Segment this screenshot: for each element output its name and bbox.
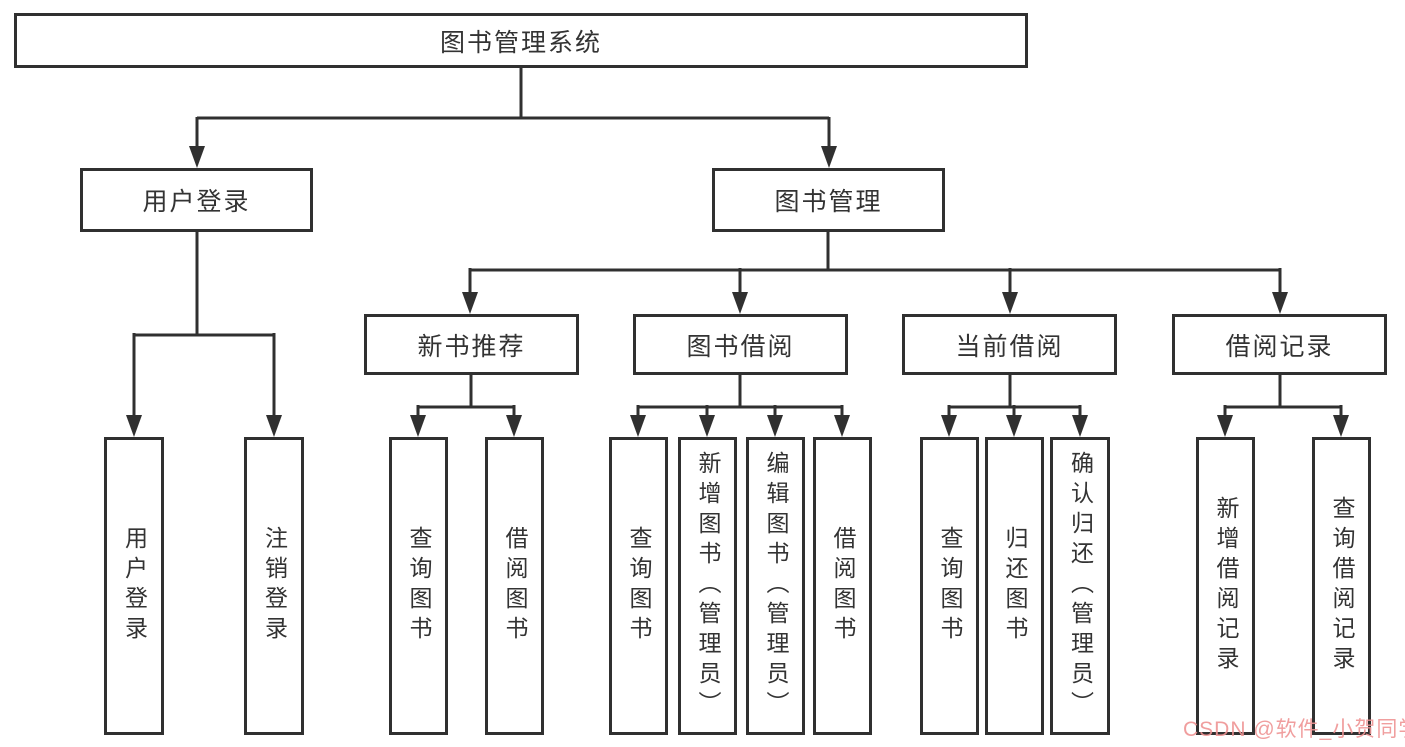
arrowheads bbox=[126, 146, 1349, 437]
csdn-watermark: CSDN @软件_小贺同学 bbox=[1183, 718, 1405, 741]
leaf-user-login-label: 用户登录 bbox=[121, 526, 148, 646]
node-root-label: 图书管理系统 bbox=[439, 28, 602, 57]
leaf-borrow-books-2-label: 借阅图书 bbox=[830, 526, 856, 646]
node-new-books-label: 新书推荐 bbox=[417, 332, 526, 361]
leaf-logout: 注销登录 bbox=[244, 437, 304, 735]
node-book-management-label: 图书管理 bbox=[774, 188, 883, 216]
node-book-borrowing: 图书借阅 bbox=[633, 314, 848, 375]
leaf-return-books: 归还图书 bbox=[985, 437, 1044, 735]
leaf-query-borrow-record: 查询借阅记录 bbox=[1312, 437, 1371, 735]
node-new-books: 新书推荐 bbox=[364, 314, 579, 375]
leaf-borrow-books-1: 借阅图书 bbox=[485, 437, 544, 735]
leaf-confirm-return-admin: 确认归还（管理员） bbox=[1050, 437, 1110, 735]
leaf-confirm-return-admin-label: 确认归还（管理员） bbox=[1067, 451, 1094, 721]
leaf-borrow-books-1-label: 借阅图书 bbox=[502, 526, 528, 646]
leaf-add-borrow-record-label: 新增借阅记录 bbox=[1213, 496, 1239, 676]
leaf-add-borrow-record: 新增借阅记录 bbox=[1196, 437, 1255, 735]
leaf-logout-label: 注销登录 bbox=[261, 526, 288, 646]
node-current-borrowing: 当前借阅 bbox=[902, 314, 1117, 375]
leaf-query-books-1-label: 查询图书 bbox=[406, 526, 432, 646]
leaf-query-books-3: 查询图书 bbox=[920, 437, 979, 735]
node-root: 图书管理系统 bbox=[14, 13, 1028, 68]
leaf-edit-book-admin: 编辑图书（管理员） bbox=[746, 437, 805, 735]
leaf-query-books-3-label: 查询图书 bbox=[937, 526, 963, 646]
leaf-edit-book-admin-label: 编辑图书（管理员） bbox=[763, 451, 789, 721]
leaf-query-books-1: 查询图书 bbox=[389, 437, 448, 735]
leaf-query-borrow-record-label: 查询借阅记录 bbox=[1329, 496, 1355, 676]
node-user-login-label: 用户登录 bbox=[142, 188, 251, 216]
leaf-user-login: 用户登录 bbox=[104, 437, 164, 735]
node-current-borrowing-label: 当前借阅 bbox=[955, 332, 1064, 361]
node-book-borrowing-label: 图书借阅 bbox=[686, 332, 795, 361]
connector-path bbox=[132, 66, 1343, 421]
leaf-return-books-label: 归还图书 bbox=[1002, 526, 1028, 646]
node-book-management: 图书管理 bbox=[712, 168, 945, 232]
node-borrowing-records: 借阅记录 bbox=[1172, 314, 1387, 375]
node-user-login: 用户登录 bbox=[80, 168, 313, 232]
leaf-query-books-2: 查询图书 bbox=[609, 437, 668, 735]
leaf-add-book-admin: 新增图书（管理员） bbox=[678, 437, 737, 735]
node-borrowing-records-label: 借阅记录 bbox=[1225, 332, 1334, 361]
leaf-query-books-2-label: 查询图书 bbox=[626, 526, 652, 646]
leaf-borrow-books-2: 借阅图书 bbox=[813, 437, 872, 735]
leaf-add-book-admin-label: 新增图书（管理员） bbox=[695, 451, 721, 721]
